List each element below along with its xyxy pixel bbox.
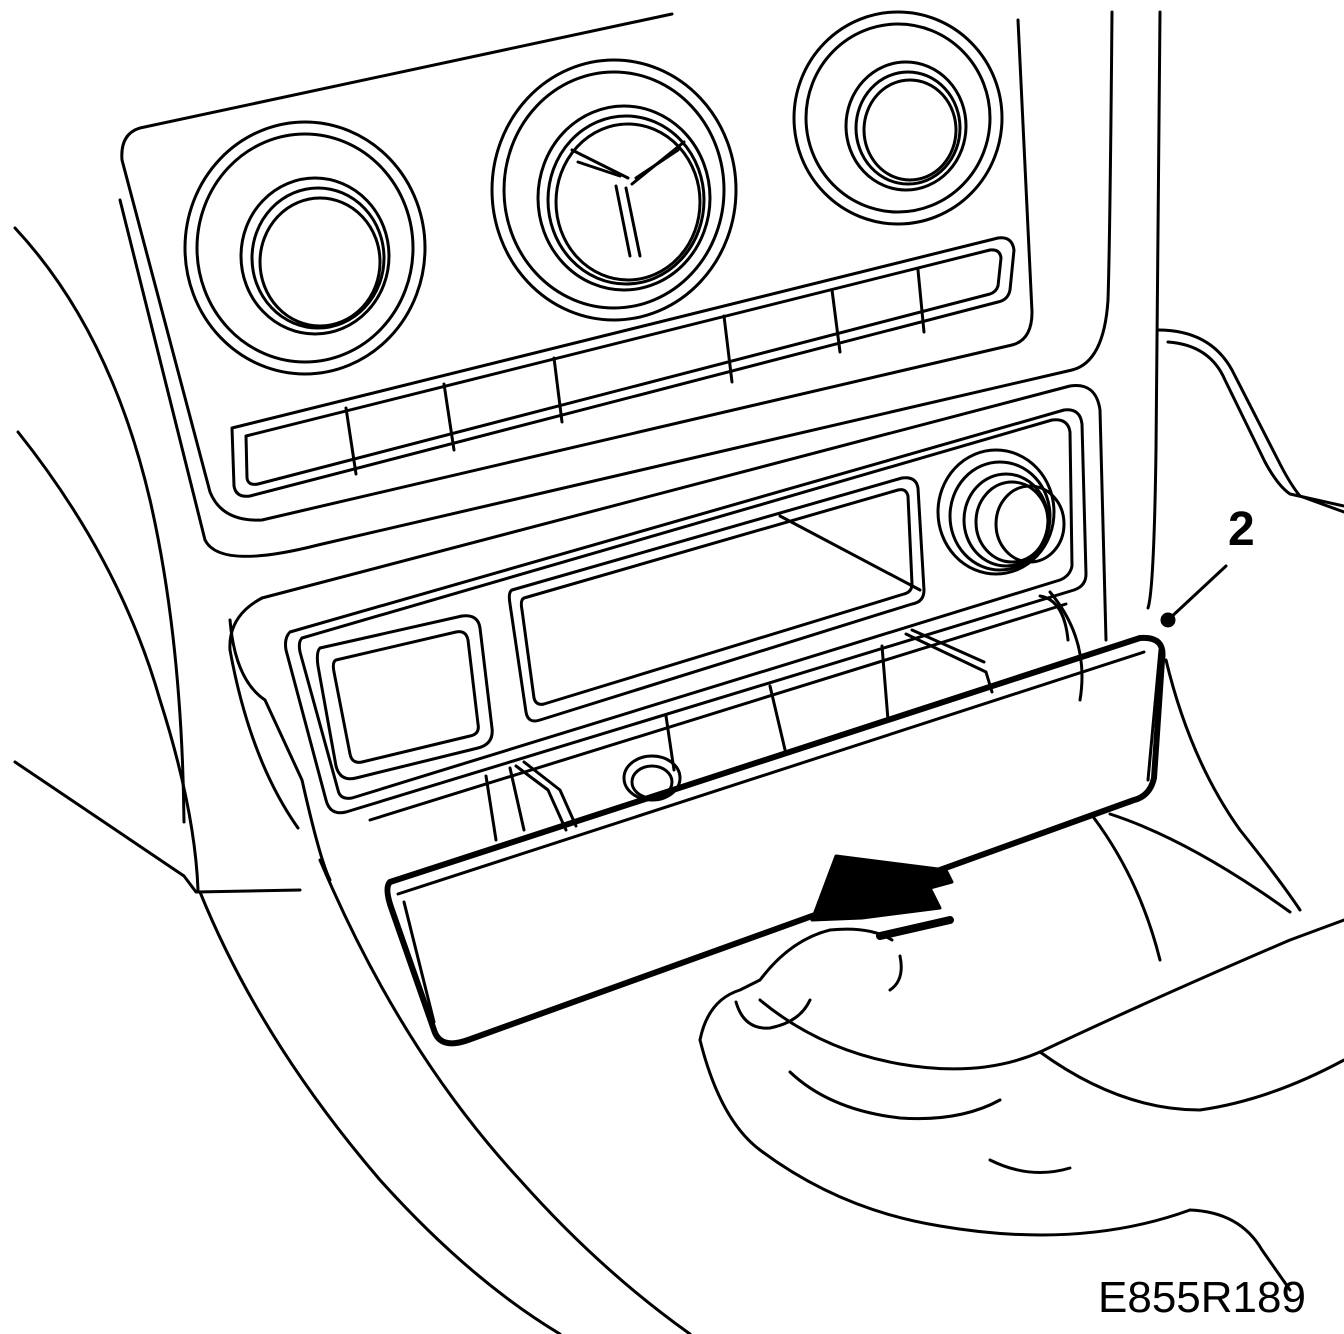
push-arrow — [810, 854, 954, 940]
radio-bezel — [228, 384, 1108, 830]
storage-tray — [384, 634, 1166, 1047]
cassette-slot — [507, 476, 926, 723]
volume-knob — [936, 448, 1070, 642]
figure-id: E855R189 — [1098, 1273, 1306, 1322]
left-rotary-knob — [183, 120, 427, 376]
callout-label: 2 — [1228, 503, 1255, 556]
callout-leader — [1160, 564, 1228, 628]
hand — [698, 658, 1344, 1292]
dashboard-outline — [118, 10, 1344, 610]
console-side-panels — [13, 226, 692, 1334]
heater-control-panel — [230, 236, 1016, 498]
right-rotary-knob — [792, 10, 1004, 226]
center-rotary-knob — [490, 58, 738, 322]
square-button — [315, 614, 494, 781]
